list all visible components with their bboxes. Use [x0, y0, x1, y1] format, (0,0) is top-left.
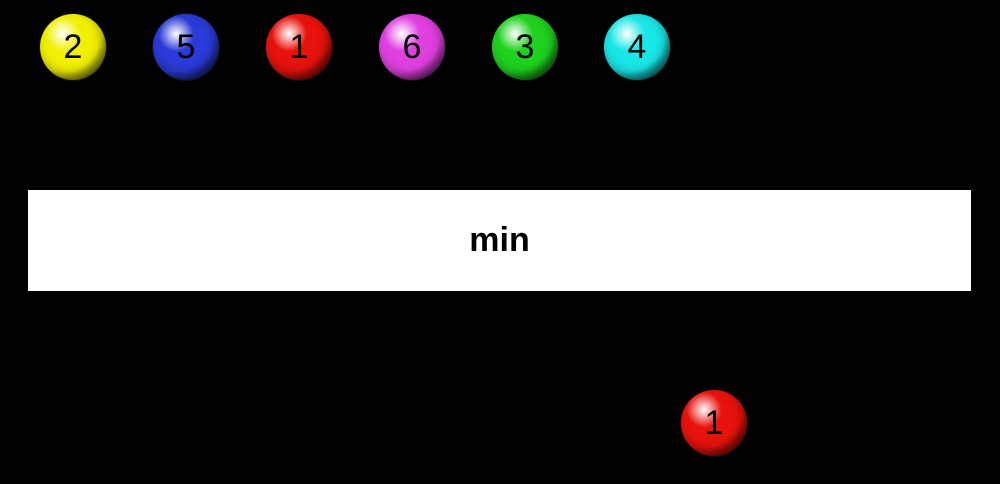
- marble-label: 4: [627, 27, 647, 66]
- operator-label: min: [469, 221, 530, 259]
- marble-label: 1: [704, 403, 724, 442]
- marble-label: 2: [63, 27, 83, 66]
- input-marble-3: 3: [492, 14, 558, 80]
- input-marble-6: 6: [379, 14, 445, 80]
- marble-label: 6: [402, 27, 422, 66]
- marble-label: 1: [289, 27, 309, 66]
- operator-box: min: [28, 190, 971, 291]
- input-marble-5: 5: [153, 14, 219, 80]
- input-marble-4: 4: [604, 14, 670, 80]
- marble-label: 3: [515, 27, 535, 66]
- marble-label: 5: [176, 27, 196, 66]
- input-marble-2: 2: [40, 14, 106, 80]
- output-marble-1: 1: [681, 390, 747, 456]
- input-marble-1: 1: [266, 14, 332, 80]
